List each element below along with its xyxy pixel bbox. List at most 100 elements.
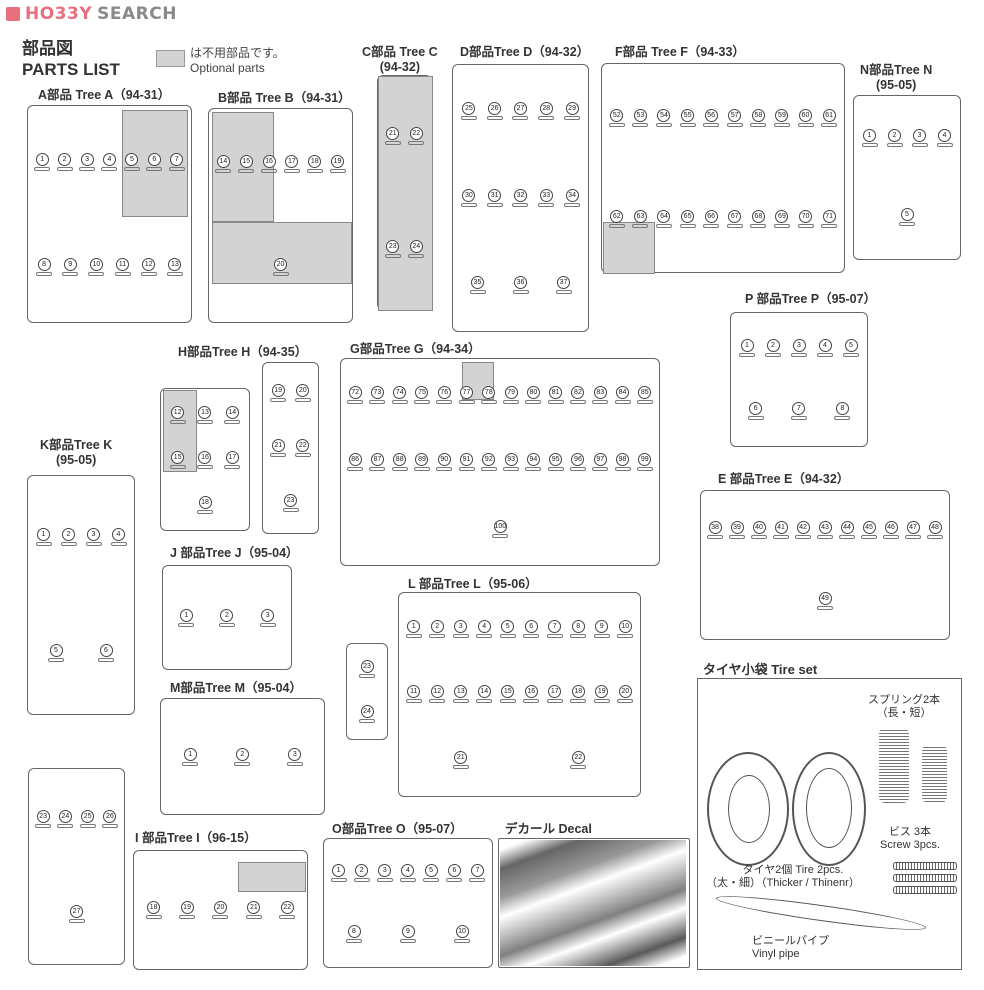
legend-jp: は不用部品です。 (190, 46, 285, 60)
screws-jp: ビス 3本 (888, 826, 932, 838)
part: 53 (631, 108, 649, 127)
tires-sub: （太・細）（Thicker / Thinenr） (706, 877, 860, 889)
part: 86 (346, 452, 364, 471)
part-number: 22 (280, 901, 294, 914)
part-shape (408, 254, 425, 259)
part-number: 21 (454, 751, 468, 765)
part-number: 4 (938, 129, 951, 143)
part-shape (261, 168, 278, 173)
part-number: 3 (261, 608, 275, 622)
part-shape (839, 534, 855, 539)
part-shape (726, 122, 743, 127)
part-number: 18 (571, 685, 585, 699)
part-shape (569, 400, 586, 405)
part-shape (169, 419, 186, 424)
part-shape (679, 122, 696, 127)
part-shape (592, 466, 609, 471)
part-number: 79 (504, 386, 518, 400)
tree-title-text: A部品 Tree A（94-31） (38, 88, 171, 102)
part-shape (617, 699, 634, 704)
part-number: 5 (844, 338, 858, 352)
part-shape (617, 633, 634, 638)
part-shape (196, 419, 213, 424)
part: 64 (655, 209, 673, 228)
part-number: 25 (462, 102, 476, 116)
part-shape (330, 877, 347, 882)
part-shape (35, 542, 52, 546)
part: 21 (245, 901, 263, 919)
part: 18 (196, 495, 214, 514)
part-shape (476, 633, 493, 638)
part: 30 (460, 188, 478, 207)
part: 1 (405, 619, 423, 638)
part-shape (821, 122, 838, 127)
part-shape (564, 116, 581, 121)
part-number: 74 (393, 386, 407, 400)
part: 25 (79, 810, 97, 829)
part-number: 83 (593, 386, 607, 400)
part-shape (679, 223, 696, 228)
page-title: 部品図 PARTS LIST (22, 38, 120, 80)
part-shape (655, 223, 672, 228)
part: 15 (169, 450, 187, 469)
part-number: 21 (247, 901, 261, 914)
part-shape (469, 289, 486, 294)
part: 15 (237, 154, 255, 173)
part-shape (632, 223, 649, 228)
part-number: 1 (179, 608, 193, 622)
part-number: 15 (171, 450, 185, 464)
part-number: 5 (900, 207, 914, 221)
part-number: 23 (386, 240, 400, 254)
part-number: 45 (862, 520, 876, 534)
part: 23 (282, 493, 300, 512)
part-shape (480, 400, 497, 405)
part: 2 (56, 152, 74, 171)
part-shape (750, 122, 767, 127)
part-number: 52 (610, 108, 624, 122)
part-number: 4 (477, 619, 491, 633)
part-number: 2 (220, 608, 234, 622)
title-en: PARTS LIST (22, 60, 120, 79)
part-number: 18 (308, 154, 322, 168)
part: 21 (269, 438, 287, 457)
part-shape (405, 633, 422, 638)
part-number: 58 (751, 108, 765, 122)
part-shape (469, 877, 486, 882)
part: 1 (177, 608, 195, 627)
part: 57 (726, 108, 744, 127)
part-number: 2 (766, 338, 780, 352)
part-shape (197, 509, 213, 514)
part-number: 13 (454, 685, 468, 699)
part: 7 (790, 402, 808, 421)
part-number: 20 (213, 901, 227, 914)
part-shape (608, 223, 625, 228)
part-number: 90 (437, 452, 451, 466)
part: 13 (166, 257, 184, 276)
part-shape (60, 542, 77, 546)
part: 15 (499, 685, 517, 704)
part-shape (883, 534, 899, 539)
part: 16 (260, 154, 278, 173)
part-number: 82 (571, 386, 585, 400)
part-shape (400, 938, 416, 943)
part: 84 (614, 386, 632, 405)
part: 85 (636, 386, 654, 405)
part-number: 5 (424, 863, 438, 877)
part: 49 (816, 591, 834, 610)
part-shape (499, 699, 516, 704)
part-shape (376, 877, 393, 882)
part-number: 9 (595, 619, 609, 633)
part-shape (294, 398, 311, 403)
part-number: 16 (198, 450, 212, 464)
part: 12 (169, 405, 187, 424)
screws-label: ビス 3本 Screw 3pcs. (880, 826, 940, 852)
part: 82 (569, 386, 587, 405)
part-shape (899, 221, 915, 226)
part-number: 54 (657, 108, 671, 122)
part-shape (423, 877, 440, 882)
part-shape (446, 877, 463, 882)
part: 7 (468, 863, 486, 882)
part: 79 (502, 386, 520, 405)
part: 28 (537, 102, 555, 121)
part-shape (747, 416, 764, 421)
